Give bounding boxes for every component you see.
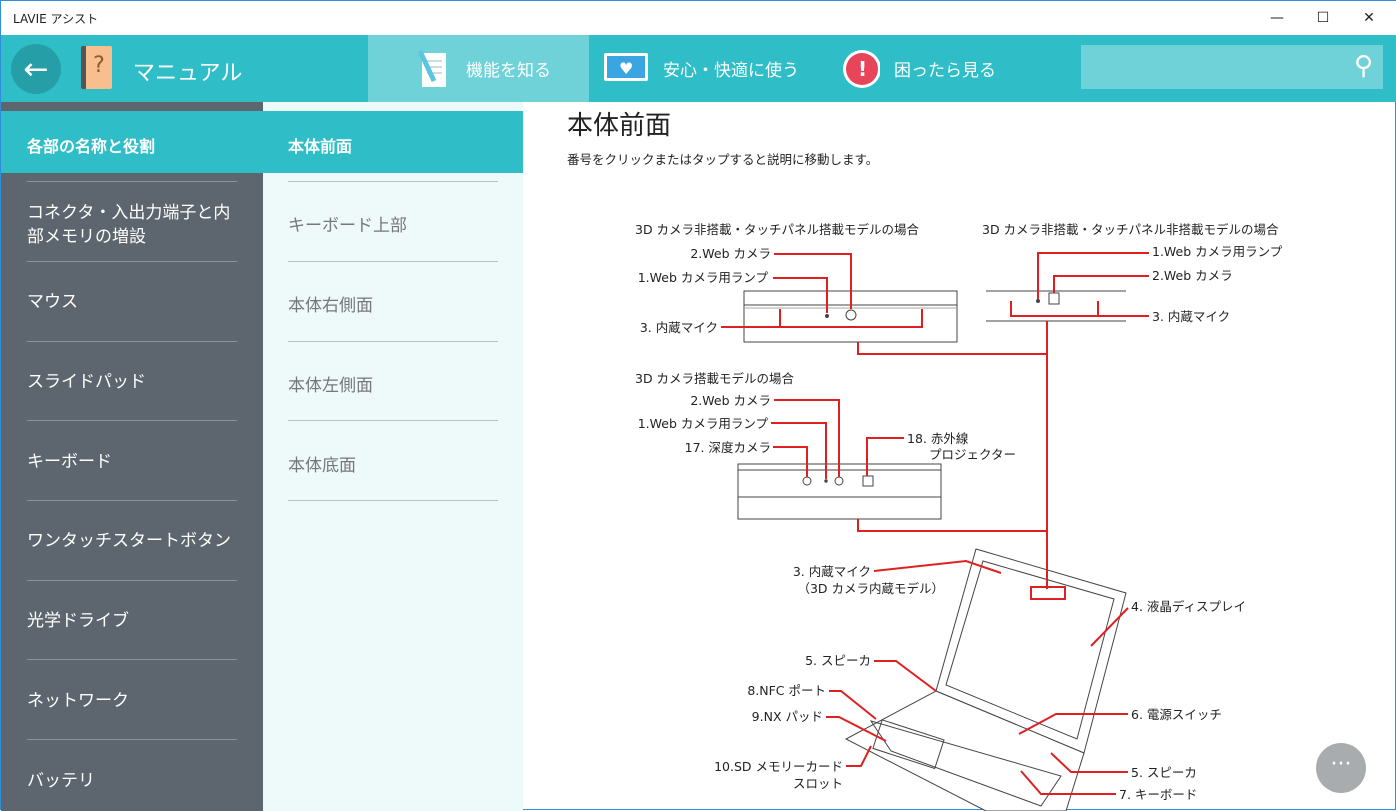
- label-model-b: 3D カメラ非搭載・タッチパネル非搭載モデルの場合: [982, 222, 1279, 237]
- label-mic-3d-2[interactable]: （3D カメラ内蔵モデル）: [797, 581, 944, 596]
- page-title: 本体前面: [567, 111, 672, 141]
- sidebar-item-optical[interactable]: 光学ドライブ: [27, 611, 129, 631]
- tab-safe-comfort[interactable]: ♥ 安心・快適に使う: [603, 35, 799, 102]
- label-nfc[interactable]: 8.NFC ポート: [747, 683, 826, 698]
- label-camera-lamp[interactable]: 1.Web カメラ用ランプ: [638, 416, 769, 431]
- arrow-left-icon: ←: [23, 51, 49, 87]
- more-button[interactable]: ···: [1316, 743, 1366, 793]
- label-depth-camera[interactable]: 17. 深度カメラ: [685, 440, 771, 455]
- manual-book-icon: ?: [81, 46, 112, 89]
- label-camera-lamp[interactable]: 1.Web カメラ用ランプ: [1152, 244, 1283, 259]
- page-description: 番号をクリックまたはタップすると説明に移動します。: [567, 152, 879, 167]
- notepad-pencil-icon: [414, 49, 452, 88]
- label-ir-projector-2[interactable]: プロジェクター: [929, 447, 1016, 462]
- divider: [288, 261, 498, 262]
- divider: [288, 341, 498, 342]
- search-input[interactable]: ⚲: [1081, 45, 1383, 89]
- subnav-item-bottom[interactable]: 本体底面: [288, 456, 356, 476]
- label-power[interactable]: 6. 電源スイッチ: [1131, 707, 1222, 722]
- divider: [27, 500, 237, 501]
- sidebar-item-keyboard[interactable]: キーボード: [27, 452, 112, 472]
- divider: [27, 341, 237, 342]
- divider: [27, 181, 237, 182]
- subnav-item-keyboard-top[interactable]: キーボード上部: [288, 216, 407, 236]
- back-button[interactable]: ←: [11, 44, 61, 94]
- tab-label: 困ったら見る: [894, 61, 996, 81]
- divider: [27, 580, 237, 581]
- label-webcam[interactable]: 2.Web カメラ: [690, 393, 771, 408]
- divider: [27, 739, 237, 740]
- monitor-heart-icon: ♥: [603, 50, 649, 88]
- tab-features[interactable]: 機能を知る: [368, 35, 589, 102]
- tab-troubleshoot[interactable]: ! 困ったら見る: [842, 35, 996, 102]
- label-keyboard[interactable]: 7. キーボード: [1119, 787, 1197, 802]
- app-title: マニュアル: [133, 61, 243, 86]
- alert-icon: !: [842, 49, 880, 88]
- category-sidebar: 各部の名称と役割 コネクタ・入出力端子と内部メモリの増設 マウス スライドパッド…: [1, 102, 263, 811]
- divider: [288, 181, 498, 182]
- label-mic[interactable]: 3. 内蔵マイク: [1152, 309, 1230, 324]
- label-speaker[interactable]: 5. スピーカ: [805, 653, 871, 668]
- subnav: 本体前面 キーボード上部 本体右側面 本体左側面 本体底面: [263, 102, 523, 811]
- label-sd-slot[interactable]: 10.SD メモリーカード: [714, 759, 843, 774]
- svg-text:!: !: [858, 57, 867, 81]
- divider: [27, 261, 237, 262]
- label-nx-pad[interactable]: 9.NX パッド: [752, 709, 823, 724]
- sidebar-item-network[interactable]: ネットワーク: [27, 691, 129, 711]
- label-camera-lamp[interactable]: 1.Web カメラ用ランプ: [638, 270, 769, 285]
- app-header: ← ? マニュアル 機能を知る ♥ 安心・快適に使う ! 困ったら見る ⚲: [1, 35, 1396, 102]
- sidebar-item-mouse[interactable]: マウス: [27, 292, 78, 312]
- minimize-button[interactable]: —: [1270, 10, 1284, 26]
- window-title: LAVIE アシスト: [13, 11, 99, 26]
- label-speaker[interactable]: 5. スピーカ: [1131, 765, 1197, 780]
- tab-label: 安心・快適に使う: [663, 61, 799, 81]
- sidebar-item-battery[interactable]: バッテリ: [27, 771, 95, 791]
- close-button[interactable]: ✕: [1363, 10, 1375, 26]
- label-sd-slot-2[interactable]: スロット: [793, 776, 843, 791]
- divider: [27, 420, 237, 421]
- label-model-a: 3D カメラ非搭載・タッチパネル搭載モデルの場合: [635, 222, 920, 237]
- divider: [288, 420, 498, 421]
- label-mic[interactable]: 3. 内蔵マイク: [640, 320, 718, 335]
- divider: [27, 659, 237, 660]
- tab-label: 機能を知る: [466, 61, 551, 81]
- label-webcam[interactable]: 2.Web カメラ: [1152, 268, 1233, 283]
- label-model-c: 3D カメラ搭載モデルの場合: [635, 371, 795, 386]
- label-mic-3d[interactable]: 3. 内蔵マイク: [793, 564, 871, 579]
- title-bar: LAVIE アシスト — ☐ ✕: [1, 1, 1396, 35]
- svg-text:♥: ♥: [619, 59, 633, 78]
- sidebar-item-onetouch[interactable]: ワンタッチスタートボタン: [27, 531, 231, 551]
- label-ir-projector[interactable]: 18. 赤外線: [907, 431, 969, 446]
- sidebar-item-parts[interactable]: 各部の名称と役割: [1, 111, 263, 173]
- label-webcam[interactable]: 2.Web カメラ: [690, 246, 771, 261]
- divider: [288, 500, 498, 501]
- subnav-item-right[interactable]: 本体右側面: [288, 296, 373, 316]
- sidebar-item-connectors[interactable]: コネクタ・入出力端子と内部メモリの増設: [27, 203, 231, 247]
- subnav-item-front[interactable]: 本体前面: [263, 111, 523, 173]
- subnav-item-left[interactable]: 本体左側面: [288, 376, 373, 396]
- maximize-button[interactable]: ☐: [1316, 10, 1330, 26]
- search-icon[interactable]: ⚲: [1353, 51, 1373, 81]
- label-display[interactable]: 4. 液晶ディスプレイ: [1131, 599, 1246, 614]
- sidebar-item-slidepad[interactable]: スライドパッド: [27, 372, 146, 392]
